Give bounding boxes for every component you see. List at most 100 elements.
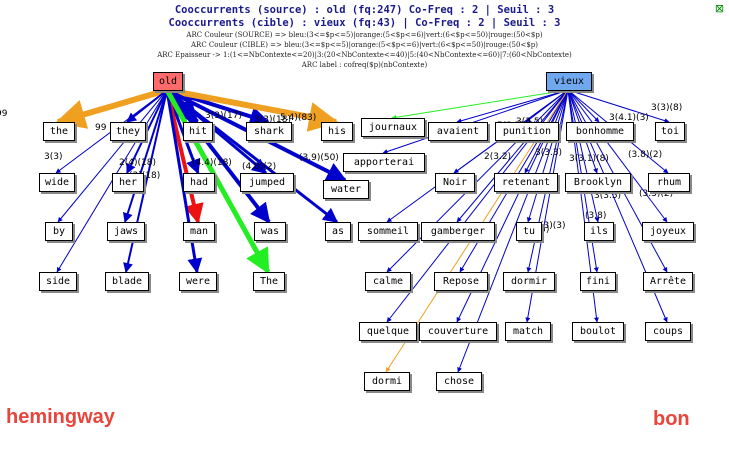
node-ils[interactable]: ils	[584, 222, 614, 241]
node-side[interactable]: side	[39, 272, 77, 291]
edge-old-his	[166, 87, 339, 132]
header-arc-label-legend: ARC label : cofreq($p)(nbContexte)	[301, 61, 428, 69]
node-wide[interactable]: wide	[39, 173, 75, 192]
node-blade[interactable]: blade	[105, 272, 149, 291]
edge-label-water: (3.9)(50)	[299, 153, 339, 163]
header-target-color-legend: ARC Couleur (CIBLE) => bleu:(3<=$p<=5)|o…	[191, 41, 538, 49]
header-source-line: Cooccurrents (source) : old (fq:247) Co-…	[174, 4, 555, 16]
node-by[interactable]: by	[45, 222, 73, 241]
node-apporterai[interactable]: apporterai	[343, 153, 425, 172]
node-sommeil[interactable]: sommeil	[358, 222, 418, 241]
node-toi[interactable]: toi	[655, 122, 685, 141]
node-dormi[interactable]: dormi	[364, 372, 410, 391]
node-vieux[interactable]: vieux	[546, 72, 592, 91]
edge-label-had: (4.4)(18)	[192, 158, 232, 168]
node-dormir[interactable]: dormir	[503, 272, 555, 291]
node-avaient[interactable]: avaient	[428, 122, 488, 141]
node-coups[interactable]: coups	[645, 322, 691, 341]
edge-vieux-joyeux	[567, 89, 668, 223]
header-target-line: Cooccurrents (cible) : vieux (fq:43) | C…	[168, 17, 561, 29]
node-was[interactable]: was	[254, 222, 286, 241]
node-gamberger[interactable]: gamberger	[421, 222, 495, 241]
node-shark[interactable]: shark	[246, 122, 292, 141]
node-jumped[interactable]: jumped	[240, 173, 294, 192]
node-fini[interactable]: fini	[580, 272, 616, 291]
edge-label-rhum: (3.8)(2)	[628, 150, 662, 160]
edge-label-the: 99	[0, 109, 8, 119]
node-retenant[interactable]: retenant	[494, 173, 558, 192]
edge-vieux-avaient	[456, 89, 569, 124]
node-her[interactable]: her	[112, 173, 144, 192]
node-Repose[interactable]: Repose	[434, 272, 488, 291]
node-boulot[interactable]: boulot	[572, 322, 624, 341]
close-icon[interactable]: ⊠	[714, 2, 725, 15]
edges-layer	[55, 87, 670, 373]
corpus-label-left: hemingway	[6, 406, 115, 428]
edge-vieux-sommeil	[386, 89, 569, 223]
node-the[interactable]: the	[43, 122, 75, 141]
edge-label-Noir: 2(3.2)	[484, 152, 511, 162]
edge-label-wide: 3(3)	[44, 152, 62, 162]
edge-label-his: 5.4)(83)	[280, 113, 316, 123]
edge-label-fini: (3.8)	[585, 211, 606, 221]
node-joyeux[interactable]: joyeux	[642, 222, 694, 241]
edge-old-the	[55, 87, 168, 129]
edge-old-The	[164, 88, 271, 275]
node-calme[interactable]: calme	[365, 272, 411, 291]
node-journaux[interactable]: journaux	[361, 118, 425, 137]
node-Noir[interactable]: Noir	[435, 173, 475, 192]
node-match[interactable]: match	[505, 322, 551, 341]
edge-label-joyeux: (3.3)(2)	[639, 189, 673, 199]
node-were[interactable]: were	[179, 272, 217, 291]
edge-vieux-toi	[567, 89, 670, 124]
edge-old-by	[57, 89, 168, 223]
edge-old-was	[165, 88, 271, 224]
header-source-color-legend: ARC Couleur (SOURCE) => bleu:(3<=$p<=5)|…	[186, 31, 543, 39]
node-chose[interactable]: chose	[436, 372, 482, 391]
header-thickness-legend: ARC Epaisseur -> 1:(1<=NbContexte<=20)|3…	[157, 51, 572, 59]
node-jaws[interactable]: jaws	[107, 222, 145, 241]
edge-label-tu: (3)(3)	[540, 221, 566, 231]
edge-label-they: 99	[95, 123, 107, 133]
edge-label-her: 2(4)(18)	[119, 158, 156, 168]
node-man[interactable]: man	[183, 222, 215, 241]
edge-vieux-journaux	[391, 89, 569, 120]
node-punition[interactable]: punition	[495, 122, 559, 141]
node-old[interactable]: old	[153, 72, 183, 91]
node-Arrete[interactable]: Arrête	[643, 272, 693, 291]
edge-old-as	[166, 88, 339, 224]
edge-label-hit: 3(3)(17)	[205, 111, 242, 121]
edge-vieux-ils	[567, 89, 600, 223]
edge-label-ils: 3(3.5)	[594, 191, 621, 201]
node-as[interactable]: as	[325, 222, 351, 241]
corpus-label-right: bon	[653, 408, 690, 430]
node-quelque[interactable]: quelque	[359, 322, 417, 341]
edge-label-Brooklyn: 3(3.1)(8)	[569, 154, 609, 164]
edge-old-her	[126, 89, 168, 174]
edge-old-jaws	[122, 89, 168, 223]
node-water[interactable]: water	[323, 180, 369, 199]
edge-vieux-gamberger	[456, 89, 569, 223]
edge-label-bonhomme: 3(4.1)(3)	[609, 113, 649, 123]
node-Brooklyn[interactable]: Brooklyn	[565, 173, 631, 192]
edge-label-jumped: (4.8)(2)	[242, 162, 276, 172]
edge-label-toi: 3(3)(8)	[651, 103, 682, 113]
edge-label-shark: 3(3)(18)	[254, 115, 291, 125]
edge-vieux-tu	[526, 89, 569, 223]
node-The[interactable]: The	[253, 272, 285, 291]
edge-old-man	[165, 89, 204, 224]
node-tu[interactable]: tu	[516, 222, 542, 241]
node-rhum[interactable]: rhum	[648, 173, 690, 192]
edge-vieux-bonhomme	[567, 89, 600, 123]
edge-old-were	[165, 89, 203, 274]
edge-vieux-calme	[386, 89, 569, 273]
node-bonhomme[interactable]: bonhomme	[566, 122, 634, 141]
edge-old-blade	[123, 89, 168, 273]
node-had[interactable]: had	[183, 173, 215, 192]
node-couverture[interactable]: couverture	[419, 322, 497, 341]
node-they[interactable]: they	[110, 122, 146, 141]
edge-vieux-apporterai	[382, 89, 569, 154]
node-his[interactable]: his	[321, 122, 353, 141]
edge-label-retenant: 3(3.3)	[535, 148, 562, 158]
node-hit[interactable]: hit	[183, 122, 213, 141]
